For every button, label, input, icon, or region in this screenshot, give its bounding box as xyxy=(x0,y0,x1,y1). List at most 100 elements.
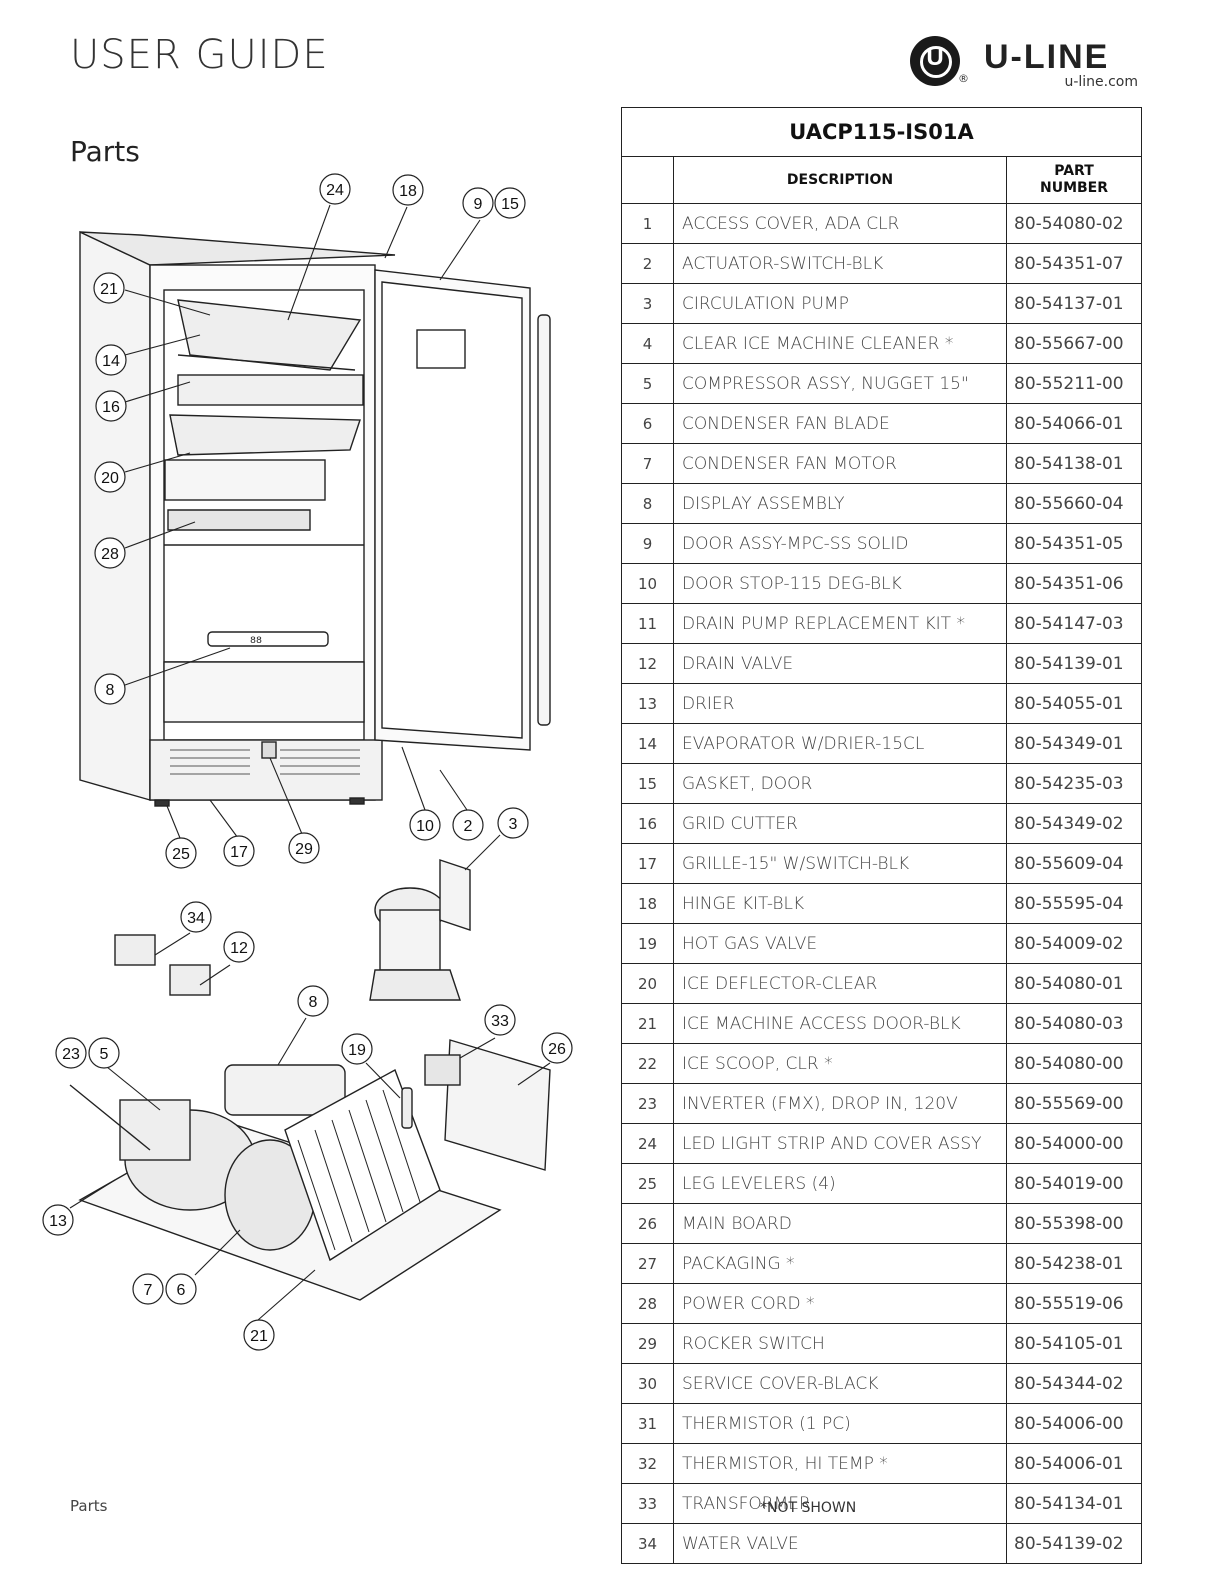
callout: 34 xyxy=(180,901,212,933)
row-part-number: 80-55569-00 xyxy=(1006,1083,1142,1124)
row-part-number: 80-54055-01 xyxy=(1006,683,1142,724)
row-part-number: 80-54238-01 xyxy=(1006,1243,1142,1284)
display-readout: 88 xyxy=(250,636,262,647)
row-description: DOOR STOP-115 DEG-BLK xyxy=(673,563,1007,604)
row-description: ROCKER SWITCH xyxy=(673,1323,1007,1364)
row-number: 23 xyxy=(621,1083,674,1124)
row-number: 21 xyxy=(621,1003,674,1044)
page-title: USER GUIDE xyxy=(70,32,329,78)
callout: 7 xyxy=(132,1273,164,1305)
row-description: TRANSFORMER xyxy=(673,1483,1007,1524)
row-part-number: 80-54134-01 xyxy=(1006,1483,1142,1524)
callout: 12 xyxy=(223,931,255,963)
brand-name: U-LINE xyxy=(984,38,1110,76)
row-number: 32 xyxy=(621,1443,674,1484)
logo-mark-letter: U xyxy=(926,44,944,71)
row-description: SERVICE COVER-BLACK xyxy=(673,1363,1007,1404)
row-description: DISPLAY ASSEMBLY xyxy=(673,483,1007,524)
callout: 29 xyxy=(288,832,320,864)
svg-text:6: 6 xyxy=(177,1282,186,1299)
svg-text:7: 7 xyxy=(144,1282,153,1299)
row-part-number: 80-54139-01 xyxy=(1006,643,1142,684)
row-number: 6 xyxy=(621,403,674,444)
row-part-number: 80-54019-00 xyxy=(1006,1163,1142,1204)
row-number: 34 xyxy=(621,1523,674,1564)
brand-url: u-line.com xyxy=(1064,74,1138,90)
ice-machine-illustration: 88 xyxy=(69,230,551,1301)
row-number: 33 xyxy=(621,1483,674,1524)
row-description: GASKET, DOOR xyxy=(673,763,1007,804)
callout: 21 xyxy=(93,272,125,304)
callout: 23 xyxy=(55,1037,87,1069)
row-description: GRILLE-15" W/SWITCH-BLK xyxy=(673,843,1007,884)
row-number: 18 xyxy=(621,883,674,924)
leader-lines xyxy=(69,204,551,1321)
row-number: 2 xyxy=(621,243,674,284)
callout: 15 xyxy=(494,187,526,219)
row-part-number: 80-54080-00 xyxy=(1006,1043,1142,1084)
row-number: 14 xyxy=(621,723,674,764)
row-number: 31 xyxy=(621,1403,674,1444)
row-number: 30 xyxy=(621,1363,674,1404)
header-part-number-line1: PART xyxy=(1054,163,1094,179)
callout: 28 xyxy=(94,537,126,569)
row-part-number: 80-54000-00 xyxy=(1006,1123,1142,1164)
svg-text:19: 19 xyxy=(348,1042,366,1059)
callout: 10 xyxy=(409,809,441,841)
row-description: INVERTER (FMX), DROP IN, 120V xyxy=(673,1083,1007,1124)
row-number: 10 xyxy=(621,563,674,604)
row-description: CLEAR ICE MACHINE CLEANER * xyxy=(673,323,1007,364)
callout: 33 xyxy=(484,1004,516,1036)
row-description: DRIER xyxy=(673,683,1007,724)
row-number: 11 xyxy=(621,603,674,644)
footer-label: Parts xyxy=(70,1497,108,1515)
row-description: ACCESS COVER, ADA CLR xyxy=(673,203,1007,244)
row-description: CONDENSER FAN BLADE xyxy=(673,403,1007,444)
row-number: 16 xyxy=(621,803,674,844)
row-description: LEG LEVELERS (4) xyxy=(673,1163,1007,1204)
svg-text:34: 34 xyxy=(187,910,205,927)
svg-text:17: 17 xyxy=(230,844,248,861)
svg-text:9: 9 xyxy=(474,196,483,213)
svg-text:33: 33 xyxy=(491,1013,509,1030)
svg-text:26: 26 xyxy=(548,1041,566,1058)
row-description: EVAPORATOR W/DRIER-15CL xyxy=(673,723,1007,764)
row-part-number: 80-54138-01 xyxy=(1006,443,1142,484)
section-title: Parts xyxy=(70,135,140,168)
callout: 16 xyxy=(95,390,127,422)
row-description: ICE SCOOP, CLR * xyxy=(673,1043,1007,1084)
callouts: 24 18 9 15 21 14 16 20 28 8 10 2 3 25 17… xyxy=(42,173,573,1351)
row-number: 19 xyxy=(621,923,674,964)
row-part-number: 80-54137-01 xyxy=(1006,283,1142,324)
row-number: 26 xyxy=(621,1203,674,1244)
row-part-number: 80-54235-03 xyxy=(1006,763,1142,804)
footnote: *NOT SHOWN xyxy=(760,1500,857,1516)
row-part-number: 80-54066-01 xyxy=(1006,403,1142,444)
row-description: COMPRESSOR ASSY, NUGGET 15" xyxy=(673,363,1007,404)
row-description: ICE DEFLECTOR-CLEAR xyxy=(673,963,1007,1004)
model-number: UACP115-IS01A xyxy=(621,107,1142,157)
row-part-number: 80-54349-01 xyxy=(1006,723,1142,764)
svg-text:18: 18 xyxy=(399,183,417,200)
callout: 18 xyxy=(392,174,424,206)
svg-text:8: 8 xyxy=(309,994,318,1011)
row-part-number: 80-55211-00 xyxy=(1006,363,1142,404)
row-part-number: 80-54351-06 xyxy=(1006,563,1142,604)
svg-text:5: 5 xyxy=(100,1046,109,1063)
row-part-number: 80-55609-04 xyxy=(1006,843,1142,884)
